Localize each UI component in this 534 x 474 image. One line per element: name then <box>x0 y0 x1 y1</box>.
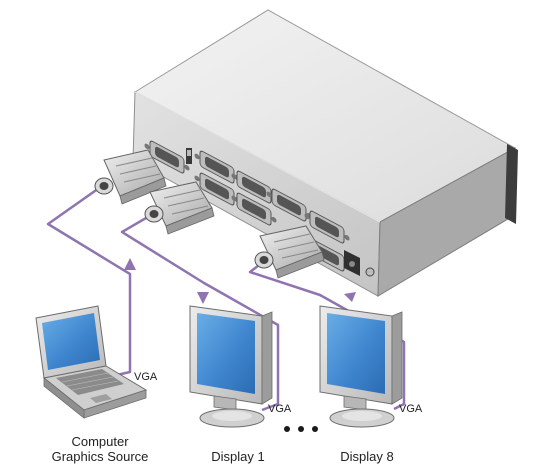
vga-plug-output-1 <box>144 181 215 235</box>
dsub-connector-icon <box>304 210 350 244</box>
vga-label-computer: VGA <box>134 371 158 383</box>
caption-computer: Computer Graphics Source <box>50 434 150 464</box>
rear-switch-icon <box>186 148 192 164</box>
ellipsis-dot <box>312 426 318 432</box>
cable-computer <box>46 184 132 380</box>
caption-display8: Display 8 <box>340 449 394 464</box>
dsub-connector-icon <box>231 192 277 226</box>
caption-display1: Display 1 <box>211 449 265 464</box>
monitor-icon <box>189 305 273 428</box>
ellipsis-dots <box>284 426 324 434</box>
vga-label-display8: VGA <box>399 403 423 415</box>
signal-arrows <box>124 258 356 304</box>
vga-plug-output-8 <box>254 225 325 279</box>
arrow-down-icon <box>344 292 356 302</box>
rear-ports <box>144 140 375 277</box>
vga-plug-input <box>94 149 167 205</box>
caption-computer-line2: Graphics Source <box>51 449 149 464</box>
chassis-end-cap <box>505 144 518 224</box>
monitor-icon <box>319 305 403 428</box>
dsub-connector-icon <box>144 140 190 174</box>
ellipsis-dot <box>298 426 304 432</box>
arrow-up-icon <box>124 258 136 270</box>
caption-computer-line1: Computer <box>71 434 129 449</box>
dsub-connector-icon <box>231 170 277 204</box>
ellipsis-dot <box>284 426 290 432</box>
vga-label-display1: VGA <box>268 403 292 415</box>
power-jack-icon <box>344 250 375 277</box>
arrow-down-icon <box>197 292 209 304</box>
laptop-icon <box>35 305 148 419</box>
cable-display1 <box>120 212 280 412</box>
